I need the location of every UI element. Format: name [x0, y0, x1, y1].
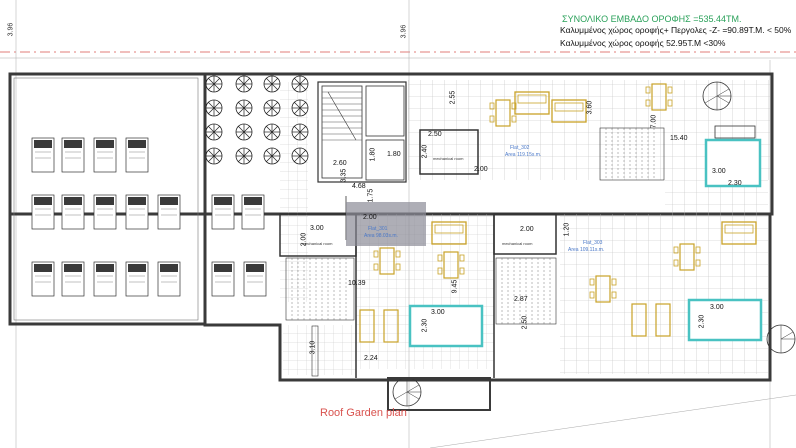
dim-2-50: 2.50 [428, 131, 442, 138]
flat-301-area: Area 98.03s.m. [364, 233, 398, 239]
mech-room-2: mechanical room [502, 241, 533, 246]
dim-3-60: 3.60 [586, 100, 594, 115]
dim-9-45: 9.45 [451, 279, 459, 294]
dim-1-20: 1.20 [563, 222, 571, 237]
dim-2-87: 2.87 [514, 296, 528, 303]
dim-4-68: 4.68 [352, 183, 366, 190]
dim-3-10: 3.10 [309, 340, 317, 355]
furniture [359, 83, 757, 343]
dim-2-30b: 2.30 [698, 314, 706, 329]
building-outline [8, 72, 774, 382]
dim-3-00b: 3.00 [712, 168, 726, 175]
dim-1-80a: 1.80 [369, 147, 377, 162]
flat-301-label: Flat_301 [368, 226, 388, 232]
dim-2-30a: 2.30 [728, 180, 742, 187]
total-area-label: ΣΥΝΟΛΙΚΟ ΕΜΒΑΔΟ ΟΡΟΦΗΣ =535.44ΤΜ. [562, 14, 742, 24]
dim-15-40: 15.40 [670, 135, 688, 142]
flat-302-area: Area 119.15s.m. [505, 152, 542, 158]
sun-loungers [31, 137, 267, 297]
covered-pergola-label: Καλυμμένος χώρος οροφής+ Περγολες -Z- =9… [560, 25, 792, 35]
dim-2-50b: 2.50 [521, 315, 529, 330]
pools [408, 138, 763, 348]
dim-2-24: 2.24 [364, 355, 378, 362]
dim-center-margin: 3.96 [400, 24, 408, 39]
dim-2-40: 2.40 [421, 144, 429, 159]
mech-room-3: mechanical room [433, 156, 464, 161]
dim-2-55: 2.55 [449, 90, 457, 105]
plan-title: Roof Garden plan [320, 407, 407, 419]
pergola-zones [285, 127, 665, 325]
flat-303-label: Flat_303 [583, 240, 603, 246]
dim-10-39: 10.39 [348, 280, 366, 287]
mech-room-1: mechanical room [302, 241, 333, 246]
dim-3-00a: 3.00 [310, 225, 324, 232]
dim-2-00d: 2.00 [520, 226, 534, 233]
dim-3-00c: 3.00 [710, 304, 724, 311]
dim-1-80b: 1.80 [387, 151, 401, 158]
stair-core [317, 81, 407, 183]
bottom-balcony [311, 325, 491, 411]
dim-2-00a: 2.00 [474, 166, 488, 173]
dim-7-00: 7.00 [650, 114, 658, 129]
dim-2-60: 2.60 [333, 160, 347, 167]
dim-left-margin: 3.96 [7, 22, 15, 37]
flat-302-label: Flat_302 [510, 145, 530, 151]
rooms [279, 129, 557, 378]
dim-2-00b: 2.00 [363, 214, 377, 221]
flat-303-area: Area 109.11s.m. [568, 247, 605, 253]
dim-1-75: 1.75 [367, 188, 375, 203]
covered-label: Καλυμμένος χώρος οροφής 52.95Τ.Μ <30% [560, 38, 726, 48]
dim-3-35: 3.35 [340, 168, 348, 183]
dim-2-30c: 2.30 [421, 318, 429, 333]
dim-3-00d: 3.00 [431, 309, 445, 316]
